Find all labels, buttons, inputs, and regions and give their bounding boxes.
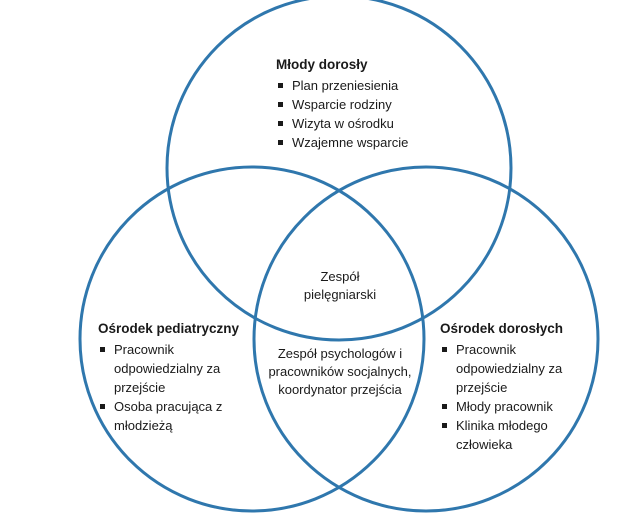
pediatric-center-section: Ośrodek pediatryczny Pracownik odpowiedz… [98,319,258,435]
young-adult-heading: Młody dorosły [276,57,368,72]
list-item: Pracownik odpowiedzialny za przejście [440,340,568,397]
adult-center-heading: Ośrodek dorosłych [440,321,564,336]
adult-center-list: Pracownik odpowiedzialny za przejście Mł… [440,340,590,454]
young-adult-section: Młody dorosły Plan przeniesienia Wsparci… [276,55,466,152]
pediatric-center-list: Pracownik odpowiedzialny za przejście Os… [98,340,258,435]
pediatric-center-heading: Ośrodek pediatryczny [98,321,240,336]
list-item: Wzajemne wsparcie [276,133,466,152]
circle-pediatric-center [78,165,426,513]
list-item: Osoba pracująca z młodzieżą [98,397,234,435]
list-item: Pracownik odpowiedzialny za przejście [98,340,224,397]
list-item: Młody pracownik [440,397,590,416]
nurse-team-label: Zespół pielęgniarski [303,269,377,302]
adult-center-section: Ośrodek dorosłych Pracownik odpowiedzial… [440,319,590,454]
circle-young-adult [165,0,513,342]
circle-adult-center [252,165,600,513]
psych-team-label: Zespół psychologów i pracowników socjaln… [268,346,412,397]
list-item: Plan przeniesienia [276,76,466,95]
list-item: Wizyta w ośrodku [276,114,466,133]
list-item: Wsparcie rodziny [276,95,466,114]
young-adult-list: Plan przeniesienia Wsparcie rodziny Wizy… [276,76,466,152]
list-item: Klinika młodego człowieka [440,416,576,454]
